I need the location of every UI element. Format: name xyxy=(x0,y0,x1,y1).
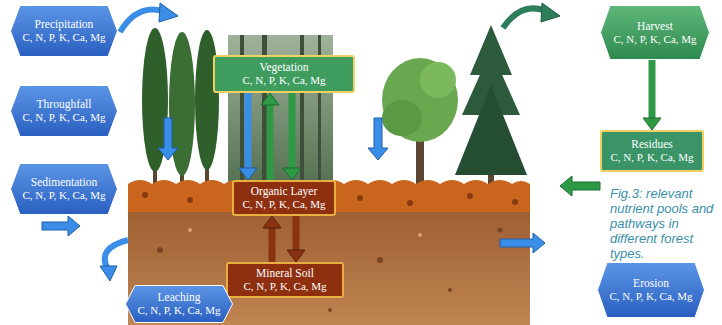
hexagon-shape xyxy=(598,263,705,318)
flow-connector xyxy=(643,60,661,130)
flow-connector xyxy=(287,216,305,262)
pool-name: Harvest xyxy=(637,20,673,33)
element-list: C, N, P, K, Ca, Mg xyxy=(242,74,325,87)
figure-caption: Fig.3: relevant nutrient pools and pathw… xyxy=(610,186,718,261)
input-hexagon: PrecipitationC, N, P, K, Ca, Mg xyxy=(10,5,118,57)
arrow-head xyxy=(283,168,301,180)
pool-box: Mineral SoilC, N, P, K, Ca, Mg xyxy=(226,262,344,298)
hexagon-shape xyxy=(11,6,118,57)
flow-connector xyxy=(261,93,279,180)
pool-name: Vegetation xyxy=(259,61,308,74)
flow-arrows-part xyxy=(368,118,388,160)
arrow-shaft xyxy=(649,60,656,119)
element-list: C, N, P, K, Ca, Mg xyxy=(609,290,692,303)
leaf-litter-part xyxy=(187,197,193,203)
soil-block-part xyxy=(448,288,452,292)
flow-arrows-part xyxy=(159,3,178,22)
soil-block-part xyxy=(498,228,503,233)
arrow-head xyxy=(263,216,281,228)
input-hexagon: SedimentationC, N, P, K, Ca, Mg xyxy=(10,163,118,215)
output-hexagon: ErosionC, N, P, K, Ca, Mg xyxy=(597,262,705,318)
soil-block-part xyxy=(157,247,163,253)
leaf-litter-part xyxy=(142,192,148,198)
soil-block-part xyxy=(377,257,383,263)
soil-block-part xyxy=(188,228,192,232)
arrow-head xyxy=(261,93,279,105)
broadleaf-tree xyxy=(382,58,458,195)
soil-block-part xyxy=(328,308,332,312)
leaf-litter-part xyxy=(512,199,518,205)
flow-arrows-part xyxy=(500,233,545,253)
hexagon-shape xyxy=(126,286,233,323)
element-list: C, N, P, K, Ca, Mg xyxy=(242,198,325,211)
arrow-shaft xyxy=(245,93,252,169)
arrow-head xyxy=(239,168,257,180)
pool-name: Leaching xyxy=(158,291,201,304)
flow-arrows-part xyxy=(42,216,80,236)
element-list: C, N, P, K, Ca, Mg xyxy=(613,33,696,46)
soil-block-part xyxy=(128,198,530,325)
element-list: C, N, P, K, Ca, Mg xyxy=(22,111,105,124)
flow-arrows-part xyxy=(158,118,178,160)
soil-block xyxy=(128,198,530,325)
flow-arrows-part xyxy=(560,176,600,196)
flow-connector xyxy=(283,93,301,180)
soil-block-part xyxy=(418,233,422,237)
hexagon-shape xyxy=(11,86,118,137)
pool-name: Throughfall xyxy=(37,98,92,111)
hexagon-shape xyxy=(601,6,710,60)
input-hexagon: ThroughfallC, N, P, K, Ca, Mg xyxy=(10,85,118,137)
flow-arrows-part xyxy=(100,266,117,281)
pool-name: Sedimentation xyxy=(31,176,97,189)
broadleaf-tree-part xyxy=(382,100,422,136)
element-list: C, N, P, K, Ca, Mg xyxy=(137,304,220,317)
pool-name: Erosion xyxy=(633,277,669,290)
pool-name: Precipitation xyxy=(35,18,94,31)
element-list: C, N, P, K, Ca, Mg xyxy=(610,151,693,164)
spruce-tree xyxy=(455,25,527,195)
arrow-head xyxy=(287,250,305,262)
pool-box: VegetationC, N, P, K, Ca, Mg xyxy=(213,55,355,93)
hexagon-shape xyxy=(11,164,118,215)
broadleaf-tree-part xyxy=(420,62,456,98)
arrow-shaft xyxy=(269,227,276,262)
element-list: C, N, P, K, Ca, Mg xyxy=(243,280,326,293)
output-hexagon: HarvestC, N, P, K, Ca, Mg xyxy=(600,5,710,60)
leaf-litter-part xyxy=(407,200,413,206)
pool-name: Organic Layer xyxy=(251,185,318,198)
spruce-tree-part xyxy=(455,85,527,175)
flow-arrows-part xyxy=(541,3,560,22)
arrow-shaft xyxy=(289,93,296,169)
flow-connector xyxy=(263,216,281,262)
pool-box: ResiduesC, N, P, K, Ca, Mg xyxy=(600,130,704,172)
leaf-litter-part xyxy=(467,193,473,199)
flow-arrows xyxy=(42,3,600,281)
arrow-head xyxy=(643,118,661,130)
leaf-litter-part xyxy=(357,195,363,201)
pool-box: Organic LayerC, N, P, K, Ca, Mg xyxy=(232,180,336,216)
arrow-shaft xyxy=(293,216,300,251)
broadleaf-tree-part xyxy=(382,58,458,142)
output-hexagon: LeachingC, N, P, K, Ca, Mg xyxy=(125,285,233,323)
pool-name: Residues xyxy=(631,138,673,151)
flow-connector xyxy=(239,93,257,180)
element-list: C, N, P, K, Ca, Mg xyxy=(22,189,105,202)
element-list: C, N, P, K, Ca, Mg xyxy=(22,31,105,44)
poplar-trees xyxy=(142,28,219,195)
poplar-trees-part xyxy=(195,30,219,170)
pool-name: Mineral Soil xyxy=(256,267,314,280)
arrow-shaft xyxy=(267,104,274,180)
